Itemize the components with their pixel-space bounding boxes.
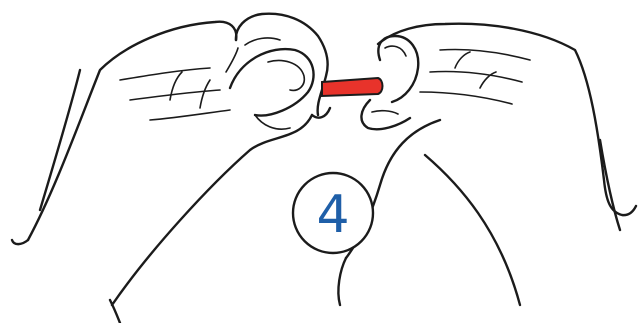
step-badge: 4	[293, 173, 373, 253]
step-number: 4	[316, 185, 349, 245]
right-hand	[338, 24, 636, 305]
red-strip	[322, 78, 383, 96]
left-hand	[12, 14, 330, 305]
